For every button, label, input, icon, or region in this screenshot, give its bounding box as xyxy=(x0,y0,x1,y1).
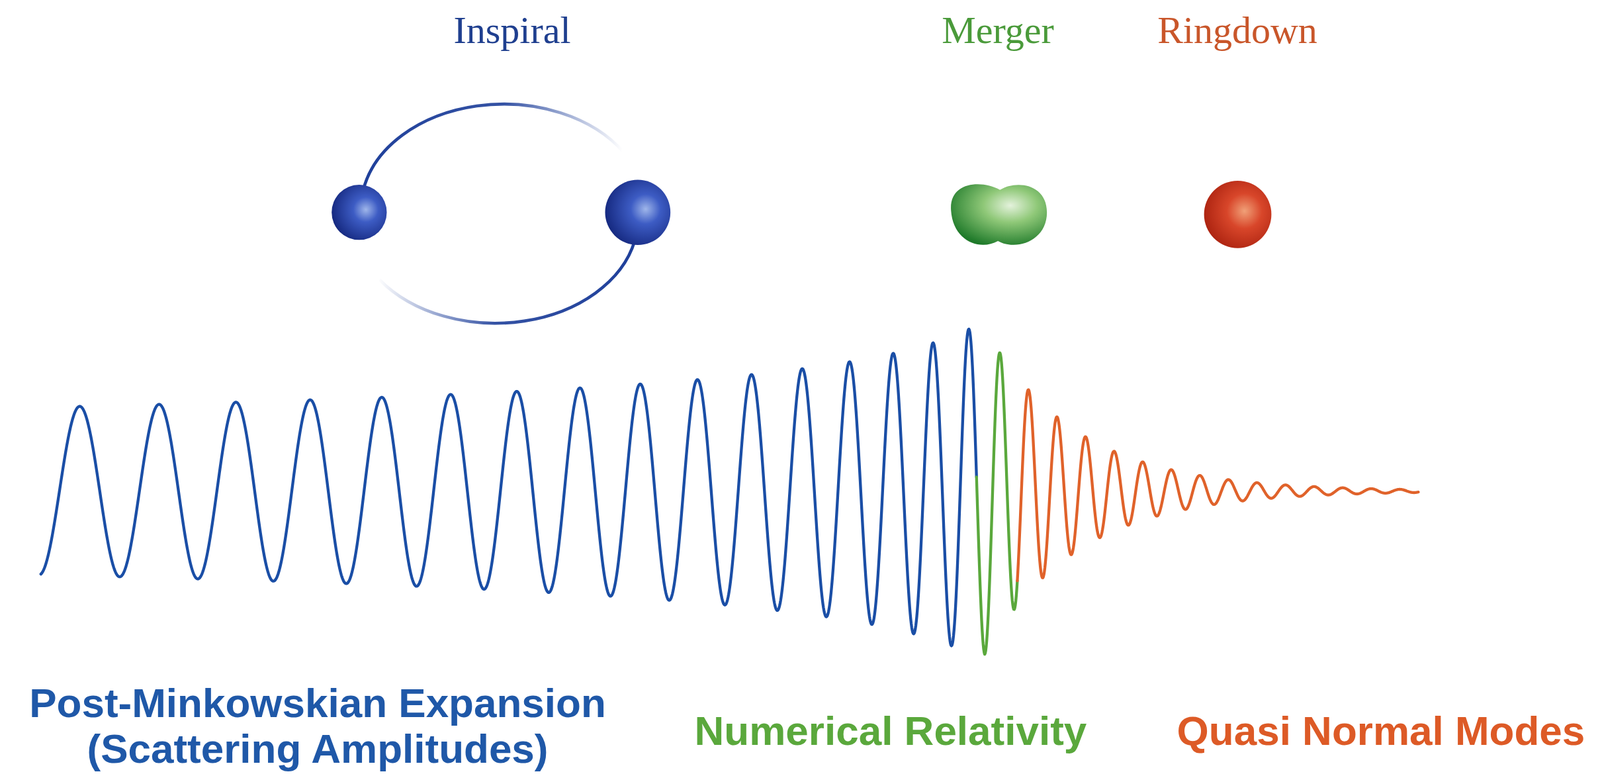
method-label: Quasi Normal Modes xyxy=(1177,708,1586,754)
orbit-arc xyxy=(379,240,635,323)
inspiral-wave xyxy=(41,328,977,646)
method-label: Post-Minkowskian Expansion (Scattering A… xyxy=(6,680,629,772)
phase-title: Merger xyxy=(941,9,1055,52)
orbit-arc xyxy=(363,103,625,190)
phase-title: Inspiral xyxy=(453,9,571,52)
black-hole xyxy=(331,184,387,240)
remnant-black-hole xyxy=(1204,180,1272,249)
black-hole xyxy=(604,179,671,245)
phase-title: Ringdown xyxy=(1157,9,1318,52)
method-label: Numerical Relativity xyxy=(694,708,1088,754)
merger-blob xyxy=(950,183,1047,245)
merger-wave xyxy=(976,352,1018,654)
ringdown-wave xyxy=(1017,389,1419,581)
